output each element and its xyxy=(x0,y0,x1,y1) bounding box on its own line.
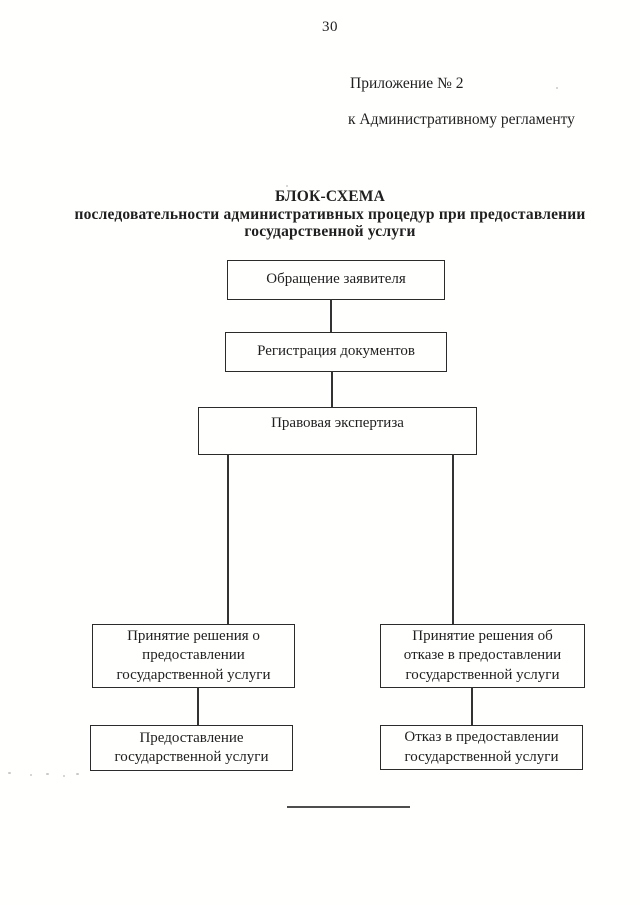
flowchart-node-legal-expertise: Правовая экспертиза xyxy=(198,407,477,455)
connector-expertise-to-decision-refuse xyxy=(452,454,454,625)
node-label: Предоставление xyxy=(139,729,244,746)
node-label: Регистрация документов xyxy=(257,343,415,360)
flowchart-node-decision-refuse: Принятие решения об отказе в предоставле… xyxy=(380,624,585,688)
scan-artifact xyxy=(30,774,32,776)
node-label: Отказ в предоставлении xyxy=(404,729,559,745)
node-label: Правовая экспертиза xyxy=(271,415,404,431)
scan-artifact xyxy=(76,773,79,775)
page-number: 30 xyxy=(322,19,338,35)
title-line-2: последовательности административных проц… xyxy=(74,205,586,223)
appendix-sublabel: к Административному регламенту xyxy=(348,111,575,128)
node-label: государственной услуги xyxy=(116,666,271,683)
flowchart-node-service-grant: Предоставление государственной услуги xyxy=(90,725,293,771)
node-label: отказе в предоставлении xyxy=(403,647,562,664)
flowchart-node-service-refuse: Отказ в предоставлении государственной у… xyxy=(380,725,583,770)
connector-decision-refuse-to-service-refuse xyxy=(471,687,473,726)
appendix-label: Приложение № 2 xyxy=(350,75,464,92)
node-label: предоставлении xyxy=(142,647,245,664)
node-label: Обращение заявителя xyxy=(266,271,406,288)
connector-expertise-to-decision-grant xyxy=(227,454,229,625)
scan-artifact xyxy=(556,87,558,89)
scan-artifact xyxy=(8,772,11,774)
connector-decision-grant-to-service-grant xyxy=(197,687,199,726)
scan-artifact xyxy=(63,775,65,777)
node-label: государственной услуги xyxy=(404,748,559,765)
flowchart-node-applicant-request: Обращение заявителя xyxy=(227,260,445,300)
footnote-separator-line xyxy=(287,806,410,808)
node-label: Принятие решения об xyxy=(412,627,553,644)
node-label: Принятие решения о xyxy=(127,627,260,644)
connector-registration-to-expertise xyxy=(331,371,333,408)
flowchart-node-decision-grant: Принятие решения о предоставлении госуда… xyxy=(92,624,295,688)
connector-applicant-to-registration xyxy=(330,299,332,333)
node-label: государственной услуги xyxy=(114,749,269,765)
node-label: государственной услуги xyxy=(405,666,560,683)
scan-artifact xyxy=(286,185,288,187)
title-line-3: государственной услуги xyxy=(244,223,416,240)
scan-artifact xyxy=(46,773,49,775)
document-title: БЛОК-СХЕМА последовательности администра… xyxy=(30,188,630,241)
flowchart-node-document-registration: Регистрация документов xyxy=(225,332,447,372)
title-line-1: БЛОК-СХЕМА xyxy=(274,188,385,205)
